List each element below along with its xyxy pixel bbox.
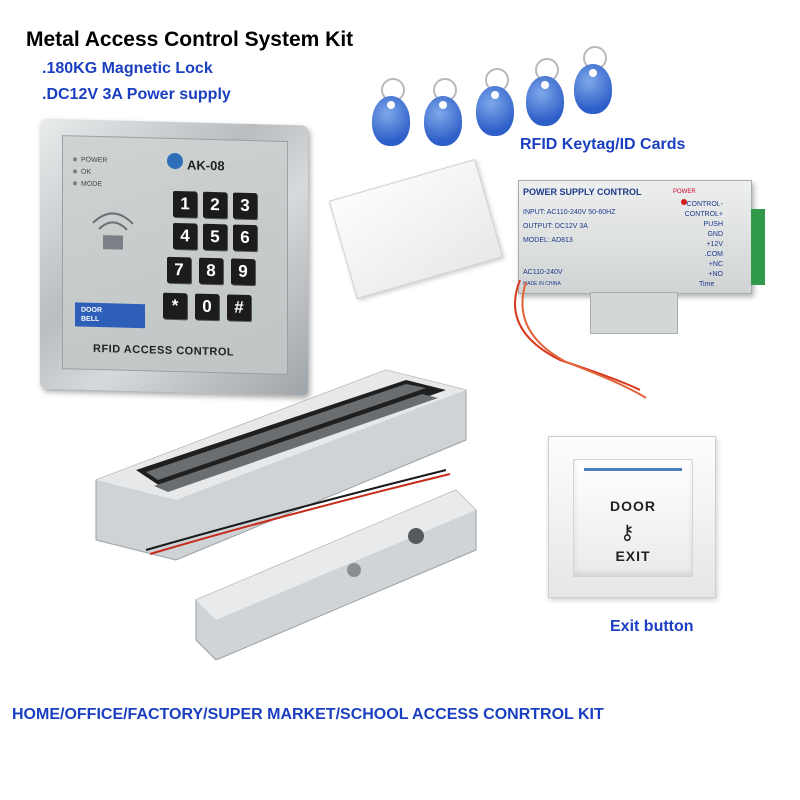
key-0: 0: [195, 293, 219, 321]
terminal-label: +12V: [706, 241, 723, 248]
magnetic-lock: [95, 369, 477, 660]
key-6: 6: [233, 224, 257, 252]
rfid-label: RFID Keytag/ID Cards: [520, 136, 686, 153]
key-7: 7: [167, 256, 191, 284]
psu-ac: AC110-240V: [523, 269, 563, 276]
psu-made: MADE IN CHINA: [523, 281, 561, 287]
psu-input: INPUT: AC110-240V 50-60HZ: [523, 209, 616, 216]
brand-logo-icon: [167, 152, 183, 170]
psu-power-label: POWER: [673, 189, 696, 195]
keypad-footer-label: RFID ACCESS CONTROL: [93, 342, 235, 359]
psu-wires: [514, 279, 647, 399]
exit-word-text: EXIT: [615, 548, 651, 564]
terminal-label: +NO: [708, 271, 723, 278]
power-led-icon: [681, 199, 687, 205]
usage-tagline: HOME/OFFICE/FACTORY/SUPER MARKET/SCHOOL …: [12, 706, 604, 723]
id-card: [328, 159, 504, 299]
key-2: 2: [203, 191, 227, 219]
bell-line-2: BELL: [81, 315, 100, 324]
psu-model: MODEL: AD813: [523, 237, 573, 244]
exit-label: Exit button: [610, 618, 694, 635]
keytag-icon: [424, 78, 462, 146]
key-1: 1: [173, 190, 197, 218]
spec-power-supply: .DC12V 3A Power supply: [42, 86, 231, 103]
keytag-icon: [574, 46, 612, 114]
terminal-label: CONTROL-: [686, 201, 723, 208]
key-5: 5: [203, 223, 227, 251]
psu-time-label: Time: [699, 281, 715, 288]
key-star: *: [163, 292, 187, 320]
keytag-icon: [372, 78, 410, 146]
exit-button-plate: DOOR ⚷ EXIT: [548, 436, 716, 598]
power-supply: POWER SUPPLY CONTROL INPUT: AC110-240V 5…: [518, 180, 765, 294]
page-title: Metal Access Control System Kit: [26, 28, 354, 51]
terminal-label: .COM: [704, 251, 723, 258]
key-4: 4: [173, 222, 197, 250]
led-mode-label: MODE: [73, 180, 102, 189]
psu-output: OUTPUT: DC12V 3A: [523, 223, 588, 230]
psu-mount-bracket: [590, 292, 678, 334]
terminal-block: [751, 209, 765, 285]
keytag-icon: [476, 68, 514, 136]
key-icon: ⚷: [620, 522, 635, 544]
key-9: 9: [231, 258, 255, 286]
terminal-label: PUSH: [703, 221, 723, 228]
key-hash: #: [227, 294, 251, 322]
led-ok-label: OK: [73, 168, 91, 176]
psu-title: POWER SUPPLY CONTROL: [523, 187, 642, 197]
keypad-model: AK-08: [187, 157, 225, 174]
key-3: 3: [233, 192, 257, 220]
exit-button: DOOR ⚷ EXIT: [573, 459, 693, 577]
led-power-label: POWER: [73, 156, 107, 165]
keytag-icon: [526, 58, 564, 126]
door-bell-button: DOOR BELL: [75, 302, 145, 329]
exit-indicator-bar: [584, 468, 682, 471]
key-8: 8: [199, 257, 223, 285]
rfid-wave-icon: [92, 212, 134, 250]
terminal-label: CONTROL+: [684, 211, 723, 218]
keytag-group: [372, 46, 612, 170]
rfid-keypad: POWER OK MODE AK-08 1 2 3 4 5 6 7 8 9 * …: [40, 118, 308, 396]
terminal-label: +NC: [708, 261, 723, 268]
terminal-label: GND: [707, 231, 723, 238]
spec-magnetic-lock: .180KG Magnetic Lock: [42, 60, 213, 77]
exit-door-text: DOOR: [610, 498, 656, 514]
